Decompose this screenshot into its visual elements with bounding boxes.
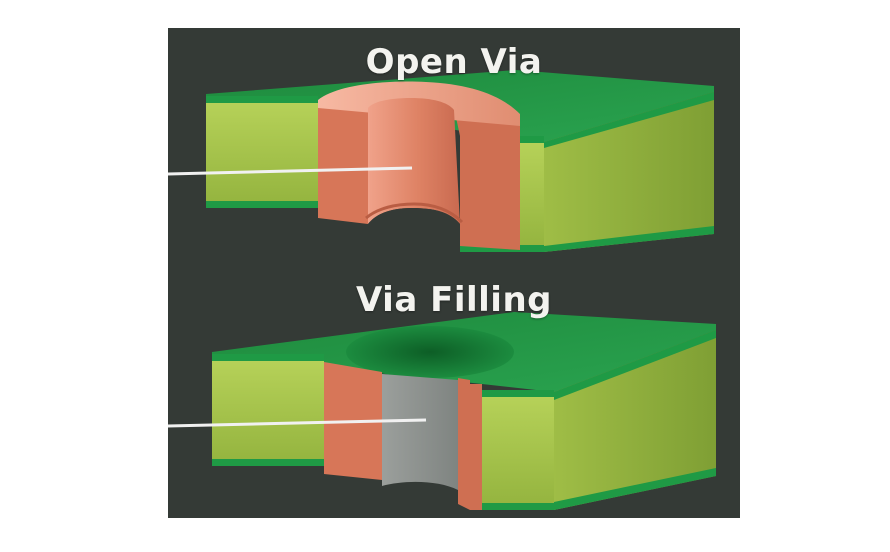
via-filling-front-right bbox=[470, 390, 554, 510]
open-via-copper-right-wall bbox=[454, 108, 520, 250]
via-filling-dimple bbox=[346, 326, 514, 378]
open-via-title: Open Via bbox=[365, 42, 543, 82]
via-filling-leader-line bbox=[168, 418, 427, 428]
via-filling-section bbox=[168, 312, 716, 510]
open-via-copper-left-wall bbox=[318, 100, 368, 224]
via-filling-copper-right-wall bbox=[458, 378, 470, 510]
via-filling-title: Via Filling bbox=[355, 280, 553, 320]
via-filling-plug bbox=[382, 374, 458, 490]
via-filling-front-left bbox=[212, 354, 324, 466]
open-via-leader-line bbox=[168, 166, 413, 176]
via-cross-section-diagram bbox=[168, 70, 716, 510]
open-via-barrel bbox=[368, 98, 460, 224]
open-via-section bbox=[168, 70, 714, 252]
open-via-front-left bbox=[206, 96, 318, 208]
diagram-panel: Open Via Via Filling bbox=[168, 28, 740, 518]
via-filling-right-face bbox=[554, 330, 716, 510]
